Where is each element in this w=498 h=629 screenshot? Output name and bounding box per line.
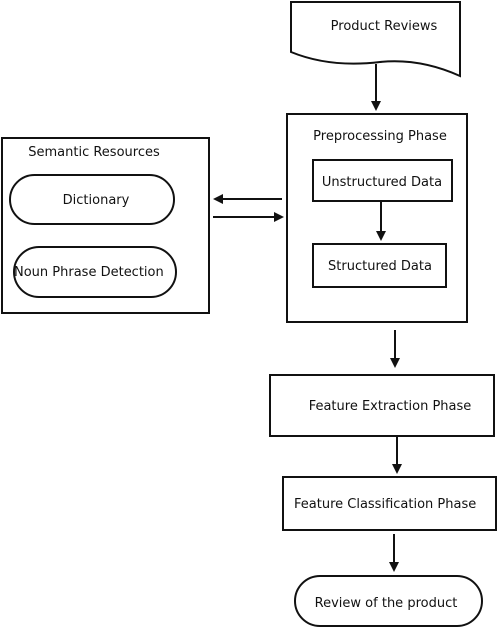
unstructured-data-label: Unstructured Data bbox=[322, 175, 442, 190]
review-of-product-node bbox=[294, 575, 483, 627]
feature-classification-label: Feature Classification Phase bbox=[294, 497, 476, 512]
feature-classification-box bbox=[282, 476, 497, 531]
feature-extraction-box bbox=[269, 374, 495, 437]
structured-data-box bbox=[312, 243, 447, 288]
feature-extraction-label: Feature Extraction Phase bbox=[309, 399, 472, 414]
product-reviews-node bbox=[290, 1, 461, 78]
preprocessing-phase-box bbox=[286, 113, 468, 323]
preprocessing-phase-label: Preprocessing Phase bbox=[313, 129, 447, 144]
structured-data-label: Structured Data bbox=[328, 259, 432, 274]
noun-phrase-detection-label: Noun Phrase Detection bbox=[14, 265, 164, 280]
product-reviews-label: Product Reviews bbox=[331, 19, 438, 34]
semantic-resources-label: Semantic Resources bbox=[28, 145, 160, 160]
review-of-product-label: Review of the product bbox=[315, 596, 458, 611]
unstructured-data-box bbox=[312, 159, 453, 202]
dictionary-label: Dictionary bbox=[63, 193, 130, 208]
noun-phrase-detection-node bbox=[13, 246, 177, 298]
dictionary-node bbox=[9, 174, 175, 225]
